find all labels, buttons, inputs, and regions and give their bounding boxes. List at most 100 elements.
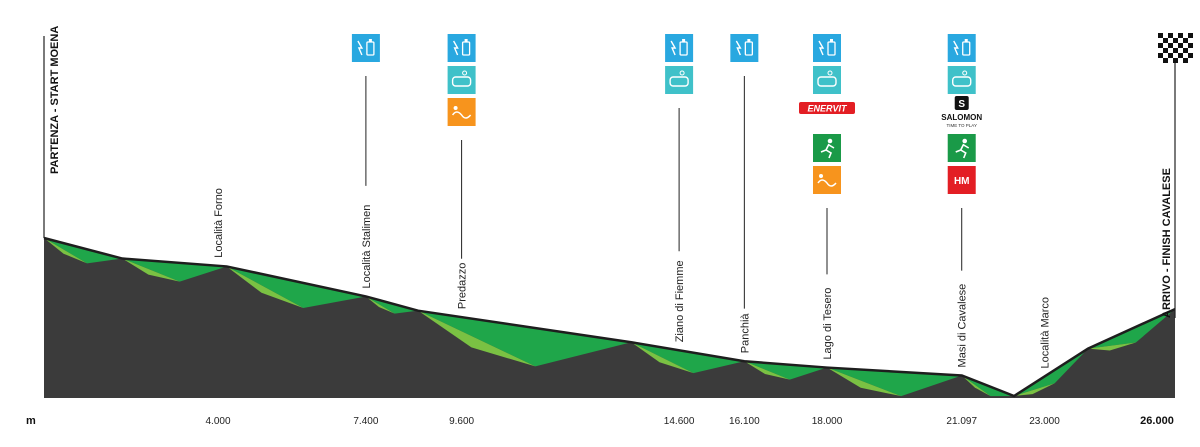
runner-icon	[947, 134, 976, 162]
flag-square	[1168, 43, 1173, 48]
flag-square	[1158, 53, 1163, 58]
flag-square	[1173, 48, 1178, 53]
slope-shade-light	[1014, 383, 1055, 396]
km-label: 14.600	[664, 416, 695, 427]
refreshment-icon-bg	[947, 34, 976, 62]
sponge-icon	[813, 66, 841, 94]
sponge-glyph	[451, 76, 472, 87]
flag-square	[1183, 43, 1188, 48]
flag-square	[1188, 43, 1193, 48]
slope-shade-dark	[744, 361, 827, 380]
flag-square	[1173, 58, 1178, 63]
bottle-cap-glyph	[830, 39, 833, 42]
flag-square	[1163, 48, 1168, 53]
ridge-line	[43, 236, 1176, 398]
flag-square	[1168, 33, 1173, 38]
refreshment-icon-bg	[351, 34, 380, 62]
slope-shade-light	[1088, 342, 1136, 351]
km-label: 16.100	[729, 416, 760, 427]
refreshment-icon-bg	[813, 34, 841, 62]
flag-square	[1163, 53, 1168, 58]
runner-icon	[813, 134, 841, 162]
refreshment-icon	[813, 34, 841, 62]
flag-square	[1183, 33, 1188, 38]
bolt-glyph	[953, 40, 959, 56]
location-label: Località Stalimen	[361, 205, 373, 289]
runner-head-glyph	[962, 138, 968, 144]
enervit-logo: ENERVIT	[799, 102, 855, 114]
flag-square	[1183, 48, 1188, 53]
bubble-glyph	[462, 70, 468, 76]
refreshment-icon	[665, 34, 694, 62]
slope-shade-light	[827, 367, 902, 397]
refreshment-icon-bg	[447, 34, 476, 62]
terrain-area	[43, 236, 1176, 398]
slope-shade-light	[418, 310, 536, 367]
hm-text: HM	[954, 176, 970, 187]
bolt-glyph	[357, 40, 364, 56]
flag-square	[1188, 33, 1193, 38]
start-marker: PARTENZA - START MOENA	[43, 26, 61, 238]
km-label: 4.000	[205, 416, 230, 427]
location-4: Panchià	[730, 34, 759, 353]
salomon-mark-letter: S	[958, 99, 965, 110]
location-label: Masi di Cavalese	[957, 284, 969, 368]
flag-square	[1163, 58, 1168, 63]
location-label: Località Forno	[213, 188, 225, 258]
slope-shade-light	[961, 375, 991, 397]
salomon-tagline: TIME TO PLAY	[946, 123, 977, 128]
hm-icon-bg	[947, 166, 976, 194]
bubble-glyph	[962, 70, 968, 76]
hm-icon: HM	[947, 166, 976, 194]
slope-shade-light	[744, 361, 790, 380]
enervit-text: ENERVIT	[807, 104, 848, 114]
slope-shade-dark	[418, 310, 632, 367]
flag-square	[1178, 53, 1183, 58]
location-markers: Località Forno 4.000 Località Stalimen 7.40…	[205, 34, 1060, 427]
slope-shade-dark	[122, 258, 227, 282]
flag-square	[1183, 38, 1188, 43]
bolt-glyph	[818, 40, 825, 56]
runner-head-glyph	[827, 138, 833, 144]
sponge-glyph	[952, 76, 972, 87]
flag-square	[1178, 58, 1183, 63]
massage-icon-bg	[813, 166, 841, 194]
slope-shade-light	[226, 266, 304, 309]
massage-head-glyph	[453, 106, 458, 110]
flag-square	[1188, 48, 1193, 53]
flag-square	[1168, 53, 1173, 58]
location-label: Lago di Tesero	[822, 288, 834, 360]
checkered-flag-icon	[1158, 33, 1193, 63]
sponge-icon-bg	[665, 66, 694, 94]
location-label: Predazzo	[457, 263, 469, 309]
terrain-fill	[44, 238, 1175, 398]
location-1: Località Stalimen	[351, 34, 380, 289]
location-label: Ziano di Fiemme	[674, 260, 686, 342]
refreshment-icon-bg	[730, 34, 759, 62]
salomon-mark	[954, 96, 969, 110]
bolt-glyph	[735, 40, 742, 56]
sponge-glyph	[669, 76, 689, 87]
flag-square	[1168, 48, 1173, 53]
flag-square	[1168, 58, 1173, 63]
km-label: 18.000	[812, 416, 843, 427]
axis-finish-km: 26.000	[1140, 415, 1174, 427]
location-3: Ziano di Fiemme	[665, 34, 694, 342]
flag-square	[1158, 58, 1163, 63]
bottle-cap-glyph	[747, 39, 751, 42]
flag-square	[1158, 43, 1163, 48]
flag-square	[1183, 58, 1188, 63]
sponge-icon	[947, 66, 976, 94]
flag-square	[1188, 38, 1193, 43]
bubble-glyph	[827, 70, 833, 76]
km-label: 7.400	[353, 416, 378, 427]
flag-square	[1173, 53, 1178, 58]
flag-square	[1158, 33, 1163, 38]
bottle-cap-glyph	[368, 39, 372, 42]
bottle-cap-glyph	[682, 39, 686, 42]
slope-shade-light	[44, 238, 88, 264]
slope-shade-light	[365, 296, 395, 314]
